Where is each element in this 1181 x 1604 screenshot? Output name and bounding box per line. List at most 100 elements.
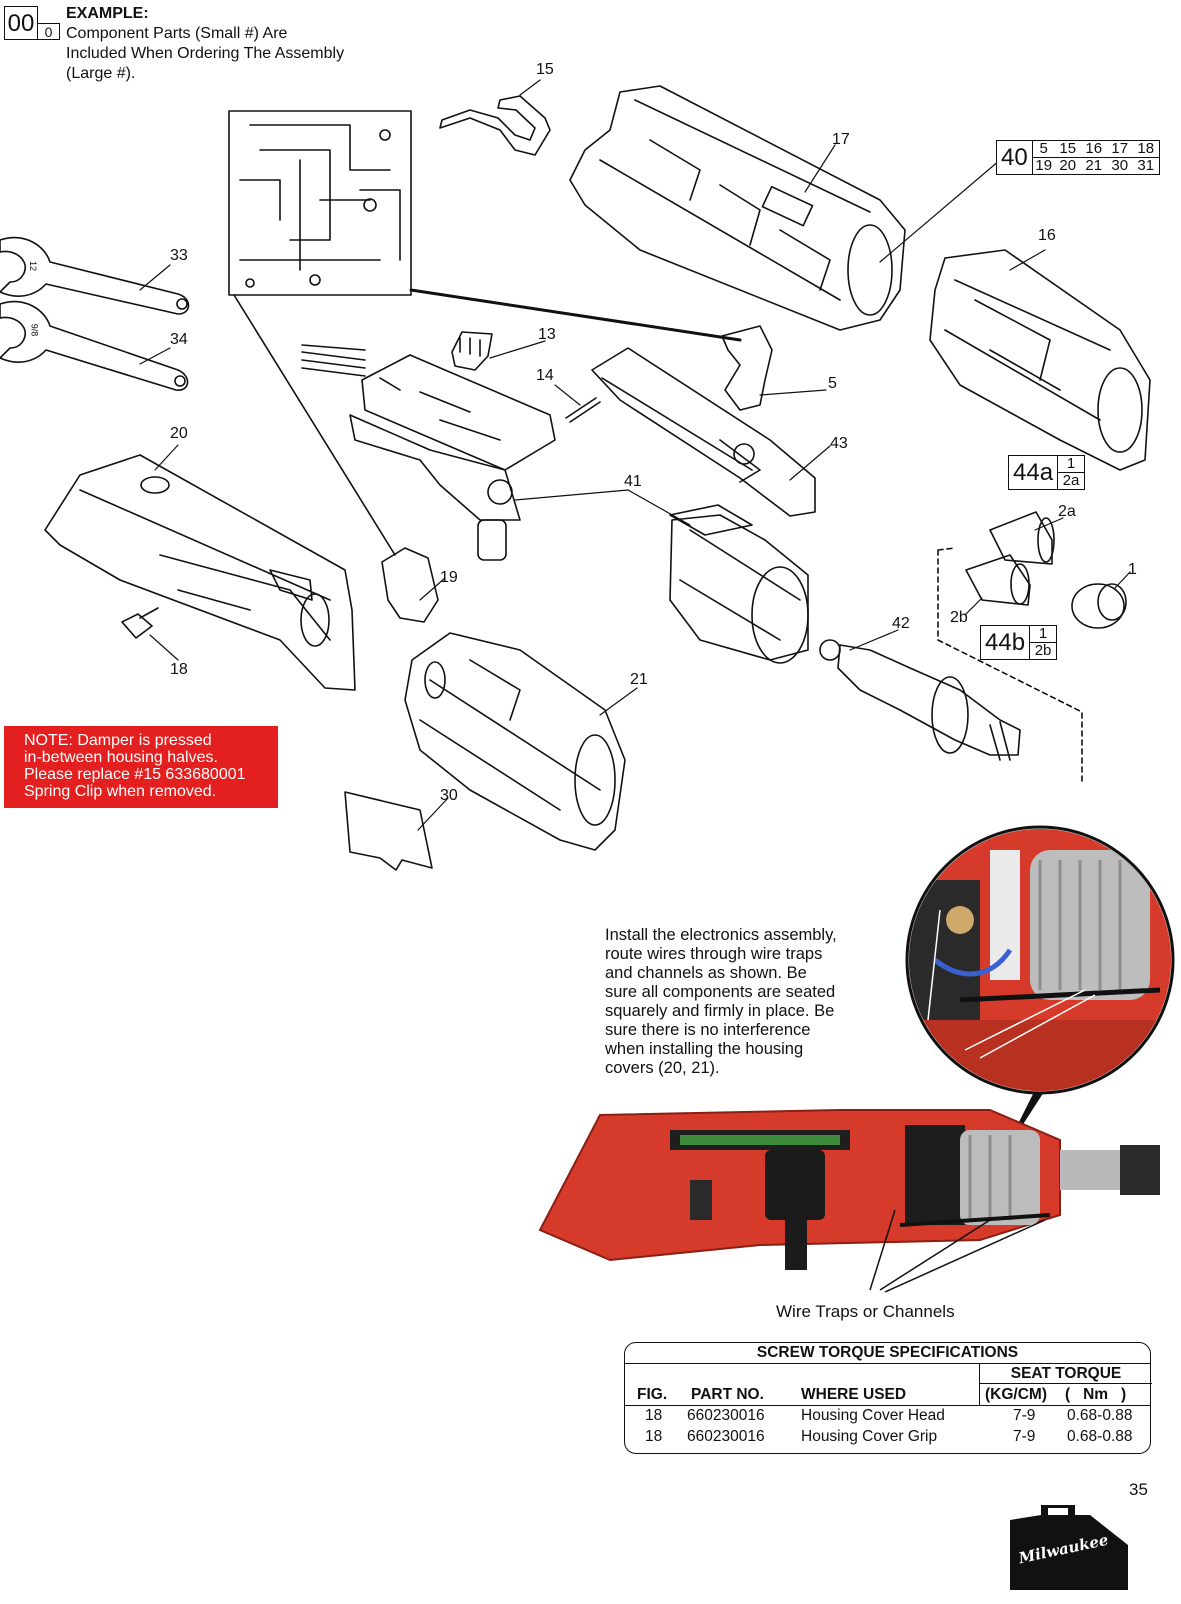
instruction-line: Install the electronics assembly,	[605, 926, 837, 944]
instruction-line: sure there is no interference	[605, 1021, 811, 1039]
callout-13: 13	[538, 326, 556, 343]
part-2a-collet	[989, 511, 1055, 565]
instruction-line: route wires through wire traps	[605, 945, 823, 963]
callout-33: 33	[170, 247, 188, 264]
wire-traps-label: Wire Traps or Channels	[776, 1302, 955, 1321]
instruction-line: squarely and firmly in place. Be	[605, 1002, 835, 1020]
part-13-connector	[451, 331, 493, 371]
part-2b-collet	[965, 554, 1031, 606]
collet-group-dashed-box	[937, 547, 1083, 785]
example-legend-box: 00 0	[4, 6, 60, 40]
instruction-line: when installing the housing	[605, 1040, 804, 1058]
callout-19: 19	[440, 569, 458, 586]
example-large-number: 00	[4, 6, 38, 40]
detail-inset-box	[228, 110, 742, 556]
callout-15: 15	[536, 61, 554, 78]
cell-where: Housing Cover Head	[801, 1407, 945, 1424]
wrench-33-mark: 12	[28, 260, 39, 272]
assembly-40-part: 17	[1106, 141, 1133, 158]
callout-41: 41	[624, 473, 642, 490]
part-41-electronics-assembly	[301, 344, 556, 561]
assembly-40-box: 40 5 15 16 17 18 19 20 21 30 31	[996, 140, 1160, 175]
assembly-44b-box: 44b 1 2b	[980, 625, 1058, 660]
assembly-40-part: 30	[1111, 157, 1129, 174]
part-16-head-housing	[929, 249, 1151, 471]
part-19-bumper	[381, 547, 439, 623]
note-line: Please replace #15 633680001	[24, 766, 246, 783]
callout-30: 30	[440, 787, 458, 804]
callout-1: 1	[1128, 561, 1137, 578]
installation-instructions: Install the electronics assembly, route …	[605, 926, 875, 1078]
table-row: 18 660230016 Housing Cover Head 7-9 0.68…	[625, 1407, 1150, 1428]
part-15-spring-clip	[439, 95, 551, 156]
part-43-switch-lever	[591, 347, 816, 517]
part-1-collet-nut	[1071, 583, 1127, 629]
assembly-40-part: 18	[1132, 141, 1159, 158]
example-line: Included When Ordering The Assembly	[66, 45, 345, 62]
callout-21: 21	[630, 671, 648, 688]
assembly-40-part: 15	[1054, 141, 1081, 158]
assembly-44a-number: 44a	[1009, 456, 1059, 489]
assembly-44b-part: 2b	[1034, 642, 1052, 659]
instruction-line: sure all components are seated	[605, 983, 836, 1001]
example-line: Component Parts (Small #) Are	[66, 25, 288, 42]
assembly-44b-number: 44b	[981, 626, 1031, 659]
seat-torque-header: SEAT TORQUE	[979, 1363, 1152, 1384]
header-part-no: PART NO.	[691, 1386, 764, 1403]
wrench-34-mark: 9/8	[29, 323, 40, 337]
cell-fig: 18	[645, 1428, 663, 1445]
assembly-40-part: 20	[1059, 157, 1077, 174]
assembly-44a-part: 1	[1058, 456, 1085, 473]
header-nm: ( Nm )	[1065, 1386, 1127, 1403]
torque-table-title: SCREW TORQUE SPECIFICATIONS	[625, 1343, 1150, 1364]
cell-where: Housing Cover Grip	[801, 1428, 938, 1445]
part-20-housing-cover-grip	[44, 454, 356, 691]
assembly-40-part: 21	[1085, 157, 1103, 174]
instruction-line: covers (20, 21).	[605, 1059, 720, 1077]
callout-2b: 2b	[950, 609, 968, 626]
assembly-40-part: 16	[1080, 141, 1107, 158]
assembly-44b-part: 1	[1030, 626, 1057, 643]
callout-17: 17	[832, 131, 850, 148]
callout-16: 16	[1038, 227, 1056, 244]
assembly-40-part: 5	[1032, 141, 1055, 158]
callout-14: 14	[536, 367, 554, 384]
callout-43: 43	[830, 435, 848, 452]
callout-42: 42	[892, 615, 910, 632]
part-30-label	[344, 791, 433, 871]
instruction-line: and channels as shown. Be	[605, 964, 807, 982]
callout-2a: 2a	[1058, 503, 1076, 520]
milwaukee-logo	[1010, 1505, 1128, 1590]
part-18-screw	[121, 607, 159, 639]
part-14-pin	[565, 397, 601, 423]
note-line: Spring Clip when removed.	[24, 783, 217, 800]
part-42-armature	[819, 639, 1021, 761]
note-line: in-between housing halves.	[24, 749, 218, 766]
cell-nm: 0.68-0.88	[1067, 1407, 1133, 1424]
header-where-used: WHERE USED	[801, 1386, 907, 1403]
part-stator	[669, 504, 809, 664]
assembly-44a-part: 2a	[1062, 472, 1080, 489]
part-17-housing-head-cover	[569, 85, 906, 331]
assembly-40-part: 31	[1137, 157, 1155, 174]
example-line: (Large #).	[66, 65, 136, 82]
callout-5: 5	[828, 375, 837, 392]
tool-photo	[538, 1109, 1160, 1293]
table-row: 18 660230016 Housing Cover Grip 7-9 0.68…	[625, 1428, 1150, 1449]
header-kgcm: (KG/CM)	[985, 1386, 1047, 1403]
leader-lines	[139, 79, 1131, 831]
cell-kg: 7-9	[1013, 1407, 1036, 1424]
screw-torque-table: SCREW TORQUE SPECIFICATIONS SEAT TORQUE …	[624, 1342, 1152, 1454]
cell-fig: 18	[645, 1407, 663, 1424]
example-heading: EXAMPLE:	[66, 5, 149, 22]
assembly-44a-box: 44a 1 2a	[1008, 455, 1086, 490]
damper-note: NOTE: Damper is pressed in-between housi…	[4, 726, 278, 808]
page-number: 35	[1129, 1480, 1148, 1499]
cell-nm: 0.68-0.88	[1067, 1428, 1133, 1445]
cell-part: 660230016	[687, 1407, 765, 1424]
magnified-photo-detail	[905, 825, 1175, 1160]
example-small-number: 0	[38, 23, 60, 40]
part-33-wrench	[0, 236, 190, 315]
assembly-40-number: 40	[997, 141, 1033, 174]
